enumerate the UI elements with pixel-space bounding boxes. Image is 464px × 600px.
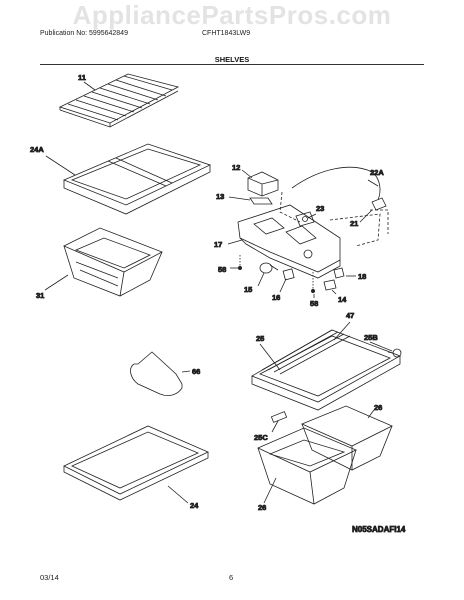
part-24-glass-shelf[interactable]	[63, 425, 209, 501]
label-26-front: 26	[258, 503, 266, 512]
leader-26a	[367, 409, 375, 419]
part-26-crisper-pan-front[interactable]	[257, 427, 357, 505]
label-18: 18	[358, 272, 366, 281]
leader-24	[167, 485, 189, 504]
part-23-damper[interactable]	[295, 211, 315, 227]
label-11: 11	[78, 73, 86, 82]
page-title: SHELVES	[214, 55, 250, 64]
label-66: 66	[192, 367, 200, 376]
part-18-socket[interactable]	[333, 267, 345, 279]
leader-13	[228, 196, 251, 201]
leader-66	[181, 370, 191, 373]
leader-47	[333, 321, 351, 341]
leader-16	[279, 278, 287, 293]
label-58-right: 58	[310, 299, 318, 308]
label-22a: 22A	[370, 168, 384, 177]
part-21-connector[interactable]	[371, 197, 387, 211]
model-number: CFHT1843LW9	[202, 30, 251, 37]
leader-26b	[263, 477, 277, 504]
part-26-crisper-pan-rear[interactable]	[300, 405, 393, 471]
label-47: 47	[346, 311, 354, 320]
label-25c: 25C	[254, 433, 268, 442]
leader-24a	[45, 155, 76, 176]
part-25b-shelf-stop[interactable]	[387, 348, 402, 358]
leader-11	[83, 81, 96, 91]
label-16: 16	[272, 293, 280, 302]
part-12-control-housing[interactable]	[247, 171, 279, 197]
label-23: 23	[316, 204, 324, 213]
part-58-screw-left[interactable]	[237, 255, 242, 270]
leader-25c	[271, 420, 279, 433]
label-24: 24	[190, 501, 199, 510]
publication-number: Publication No: 5995642849	[40, 30, 128, 37]
leader-22a	[367, 179, 379, 187]
part-66-wire-support[interactable]	[130, 351, 183, 396]
leader-25b	[369, 341, 393, 352]
label-24a: 24A	[30, 145, 44, 154]
part-25c-trim[interactable]	[270, 411, 288, 423]
label-21: 21	[350, 219, 358, 228]
label-31: 31	[36, 291, 44, 300]
part-11-wire-shelf[interactable]	[58, 73, 180, 128]
part-24a-shelf-assembly[interactable]	[62, 143, 212, 215]
leader-23	[307, 213, 317, 219]
leader-17	[227, 239, 243, 245]
part-31-crisper-pan[interactable]	[63, 227, 163, 297]
label-25: 25	[256, 334, 264, 343]
part-14-clip[interactable]	[323, 279, 337, 291]
part-16-thermostat[interactable]	[282, 268, 295, 281]
label-12: 12	[232, 163, 240, 172]
label-25b: 25B	[364, 333, 378, 342]
leader-21	[359, 209, 373, 223]
leader-15	[257, 272, 265, 287]
leader-31	[44, 274, 69, 291]
label-14: 14	[338, 295, 347, 304]
label-15: 15	[244, 285, 252, 294]
label-26-rear: 26	[374, 403, 382, 412]
label-17: 17	[214, 240, 222, 249]
label-13: 13	[216, 192, 224, 201]
part-15-knob[interactable]	[259, 262, 279, 274]
site-watermark: AppliancePartsPros.com	[72, 0, 392, 30]
footer-page-number: 6	[229, 573, 234, 582]
part-25-shelf-frame[interactable]	[251, 329, 401, 411]
header-rule	[40, 64, 424, 65]
label-58-left: 58	[218, 265, 226, 274]
leader-12	[241, 169, 253, 179]
part-58-screw-right[interactable]	[310, 272, 315, 293]
part-13-bracket[interactable]	[249, 197, 273, 205]
leader-25	[259, 343, 281, 371]
diagram-code: N05SADAFI14	[352, 525, 406, 534]
leader-14	[331, 289, 337, 295]
footer-date: 03/14	[40, 573, 59, 582]
part-17-control-panel[interactable]	[237, 204, 341, 279]
